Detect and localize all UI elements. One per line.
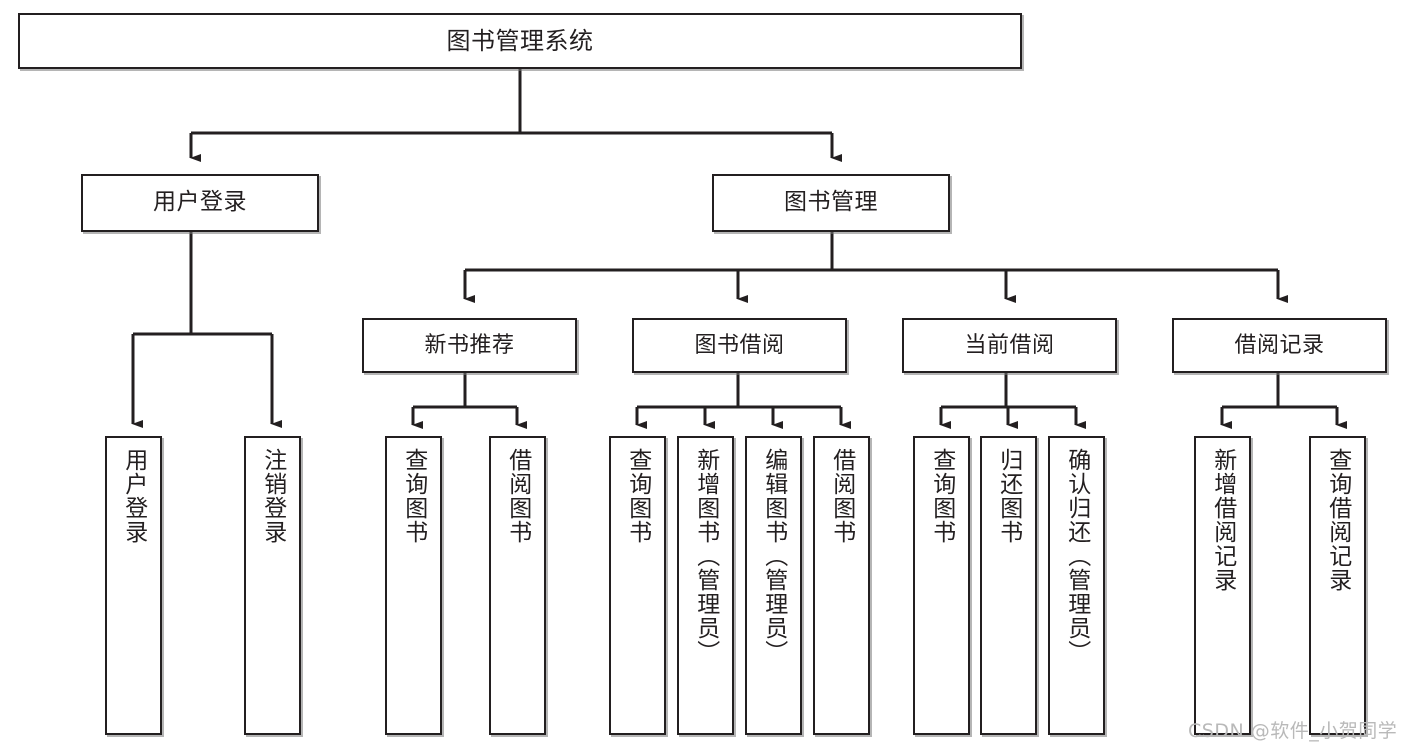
- node-leaf-edit-book[interactable]: 编辑图书（管理员）: [745, 436, 802, 735]
- node-leaf-query-book-2[interactable]: 查询图书: [609, 436, 666, 735]
- node-book-borrow-label: 图书借阅: [694, 332, 785, 358]
- node-leaf-return-book[interactable]: 归还图书: [980, 436, 1037, 735]
- node-leaf-query-book-3-label: 查询图书: [928, 448, 955, 544]
- node-current-borrow-label: 当前借阅: [964, 332, 1055, 358]
- node-leaf-borrow-book-2-label: 借阅图书: [828, 448, 855, 544]
- node-leaf-borrow-book-1-label: 借阅图书: [504, 448, 531, 544]
- node-leaf-return-book-label: 归还图书: [995, 448, 1022, 544]
- node-leaf-borrow-book-1[interactable]: 借阅图书: [489, 436, 546, 735]
- node-leaf-edit-book-label: 编辑图书（管理员）: [760, 448, 787, 664]
- csdn-watermark: CSDN @软件_小贺同学: [1188, 720, 1398, 742]
- node-leaf-borrow-book-2[interactable]: 借阅图书: [813, 436, 870, 735]
- node-current-borrow[interactable]: 当前借阅: [902, 318, 1117, 373]
- node-leaf-logout-login[interactable]: 注销登录: [244, 436, 301, 735]
- node-leaf-query-record-label: 查询借阅记录: [1324, 448, 1351, 592]
- node-user-login[interactable]: 用户登录: [81, 174, 319, 232]
- node-new-book-recommend-label: 新书推荐: [424, 332, 515, 358]
- node-leaf-add-book-label: 新增图书（管理员）: [692, 448, 719, 664]
- node-root-label: 图书管理系统: [446, 26, 594, 55]
- node-leaf-logout-login-label: 注销登录: [259, 448, 286, 544]
- node-borrow-record-label: 借阅记录: [1234, 332, 1325, 358]
- node-leaf-add-record-label: 新增借阅记录: [1209, 448, 1236, 592]
- node-leaf-query-book-2-label: 查询图书: [624, 448, 651, 544]
- node-borrow-record[interactable]: 借阅记录: [1172, 318, 1387, 373]
- node-leaf-add-book[interactable]: 新增图书（管理员）: [677, 436, 734, 735]
- node-leaf-query-book-3[interactable]: 查询图书: [913, 436, 970, 735]
- node-leaf-confirm-return-label: 确认归还（管理员）: [1063, 448, 1090, 664]
- node-leaf-confirm-return[interactable]: 确认归还（管理员）: [1048, 436, 1105, 735]
- node-root[interactable]: 图书管理系统: [18, 13, 1022, 69]
- node-book-manage[interactable]: 图书管理: [712, 174, 950, 232]
- node-book-borrow[interactable]: 图书借阅: [632, 318, 847, 373]
- node-leaf-user-login-label: 用户登录: [120, 448, 147, 544]
- node-leaf-user-login[interactable]: 用户登录: [105, 436, 162, 735]
- node-user-login-label: 用户登录: [153, 189, 247, 216]
- node-leaf-query-record[interactable]: 查询借阅记录: [1309, 436, 1366, 735]
- node-leaf-query-book-1-label: 查询图书: [400, 448, 427, 544]
- node-leaf-query-book-1[interactable]: 查询图书: [385, 436, 442, 735]
- node-leaf-add-record[interactable]: 新增借阅记录: [1194, 436, 1251, 735]
- node-book-manage-label: 图书管理: [784, 189, 878, 216]
- node-new-book-recommend[interactable]: 新书推荐: [362, 318, 577, 373]
